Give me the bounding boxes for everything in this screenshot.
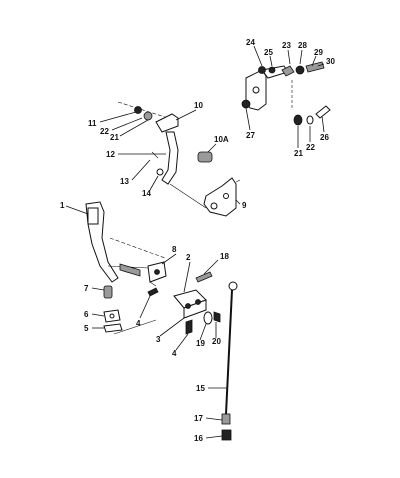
- callout-labels: 24 25 23 28 29 30 27 21 22 26 11 22 21 1…: [60, 38, 335, 443]
- main-shift-lever: [85, 201, 166, 283]
- callout-12: 12: [106, 150, 115, 159]
- mount-bracket: [203, 177, 241, 217]
- callout-21-left: 21: [110, 133, 119, 142]
- callout-24: 24: [246, 38, 255, 47]
- callout-23: 23: [282, 41, 291, 50]
- callout-11: 11: [88, 119, 97, 128]
- callout-25: 25: [264, 48, 273, 57]
- callout-28: 28: [298, 41, 307, 50]
- upper-bracket-assembly: [241, 61, 331, 126]
- callout-17: 17: [194, 414, 203, 423]
- link-block: [147, 287, 207, 335]
- callout-22-right: 22: [306, 143, 315, 152]
- shift-rod: [221, 281, 238, 441]
- callout-19: 19: [196, 339, 205, 348]
- callout-22-left: 22: [100, 127, 109, 136]
- callout-5: 5: [84, 324, 89, 333]
- callout-1: 1: [60, 201, 65, 210]
- callout-10: 10: [194, 101, 203, 110]
- shift-block: [147, 261, 167, 287]
- callout-18: 18: [220, 252, 229, 261]
- pins-and-washer: [195, 271, 221, 325]
- shift-lever-assembly: [117, 101, 213, 209]
- callout-30: 30: [326, 57, 335, 66]
- callout-20: 20: [212, 337, 221, 346]
- callout-21-right: 21: [294, 149, 303, 158]
- small-parts-left: [103, 285, 157, 335]
- callout-4-lower: 4: [172, 349, 177, 358]
- callout-4-upper: 4: [136, 319, 141, 328]
- callout-8: 8: [172, 245, 177, 254]
- callout-26: 26: [320, 133, 329, 142]
- callout-9: 9: [242, 201, 247, 210]
- callout-15: 15: [196, 384, 205, 393]
- callout-7: 7: [84, 284, 89, 293]
- callout-14: 14: [142, 189, 151, 198]
- leader-lines: [65, 45, 325, 439]
- callout-27: 27: [246, 131, 255, 140]
- callout-13: 13: [120, 177, 129, 186]
- callout-3: 3: [156, 335, 161, 344]
- callout-29: 29: [314, 48, 323, 57]
- callout-6: 6: [84, 310, 89, 319]
- callout-10a: 10A: [214, 135, 229, 144]
- callout-2: 2: [186, 253, 191, 262]
- callout-16: 16: [194, 434, 203, 443]
